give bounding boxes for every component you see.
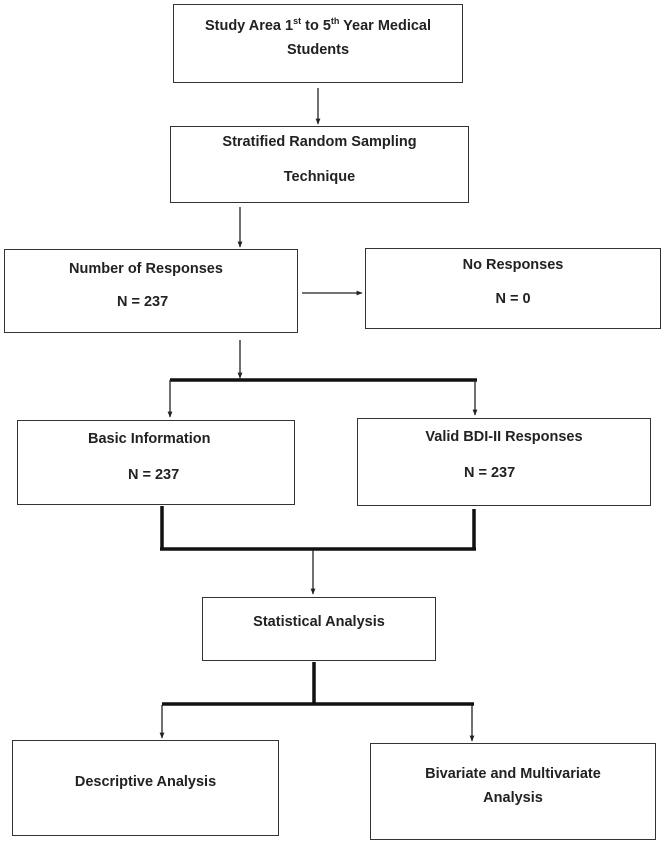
basic-info-line2: N = 237 (128, 467, 180, 483)
bivariate-line2: Analysis (483, 790, 543, 806)
study-area-sup-2: th (330, 16, 340, 27)
valid-bdi-line1: Valid BDI-II Responses (425, 429, 583, 445)
basic-info-box: Basic Information N = 237 (17, 420, 295, 505)
study-area-text-a: Study Area 1 (204, 18, 294, 34)
no-responses-line2: N = 0 (495, 291, 531, 307)
bivariate-box: Bivariate and Multivariate Analysis (370, 743, 656, 840)
sampling-line2: Technique (283, 169, 356, 185)
study-area-text-b: to 5 (301, 18, 331, 34)
study-area-line2: Students (286, 42, 350, 58)
descriptive-box: Descriptive Analysis (12, 740, 279, 836)
valid-bdi-line2: N = 237 (464, 465, 516, 481)
study-area-box: Study Area 1st to 5th Year Medical Stude… (173, 4, 463, 83)
statistical-line1: Statistical Analysis (253, 614, 385, 630)
no-responses-line1: No Responses (462, 257, 564, 273)
descriptive-line1: Descriptive Analysis (74, 774, 217, 790)
responses-box: Number of Responses N = 237 (4, 249, 298, 333)
responses-line2: N = 237 (117, 294, 169, 310)
study-area-sup-1: st (293, 16, 302, 27)
study-area-text-c: Year Medical (339, 18, 432, 34)
statistical-box: Statistical Analysis (202, 597, 436, 661)
basic-info-line1: Basic Information (88, 431, 211, 447)
sampling-line1: Stratified Random Sampling (222, 134, 417, 150)
study-area-line1: Study Area 1st to 5th Year Medical (174, 16, 462, 34)
bivariate-line1: Bivariate and Multivariate (425, 766, 601, 782)
responses-line1: Number of Responses (69, 261, 223, 277)
no-responses-box: No Responses N = 0 (365, 248, 661, 329)
sampling-box: Stratified Random Sampling Technique (170, 126, 469, 203)
valid-bdi-box: Valid BDI-II Responses N = 237 (357, 418, 651, 506)
